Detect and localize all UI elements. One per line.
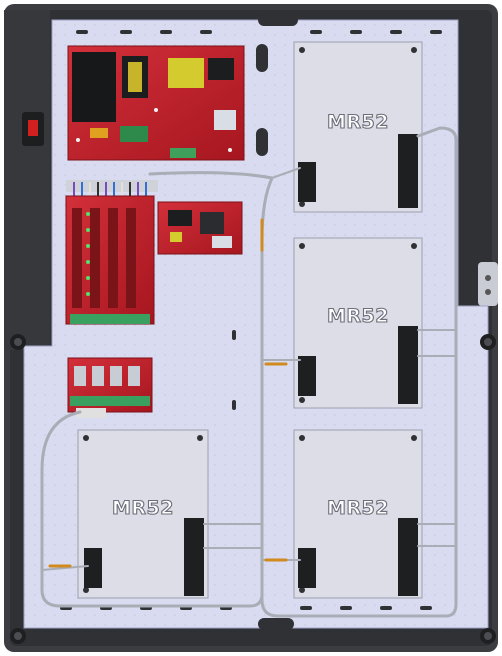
relay-board [67, 357, 153, 418]
mr52-label: MR52 [327, 305, 389, 327]
mr52-label: MR52 [327, 497, 389, 519]
fuse-distribution-board [65, 195, 155, 325]
cable-harness [40, 126, 458, 618]
power-supply-board [67, 45, 245, 161]
mr52-module-bottom-right: MR52 [293, 429, 423, 599]
mr52-module-top-right: MR52 [293, 41, 423, 213]
mr52-module-middle-right: MR52 [293, 237, 423, 409]
mr52-module-bottom-left: MR52 [77, 429, 209, 599]
small-controller-board [157, 201, 243, 255]
mr52-label: MR52 [327, 111, 389, 133]
mr52-label: MR52 [112, 497, 174, 519]
